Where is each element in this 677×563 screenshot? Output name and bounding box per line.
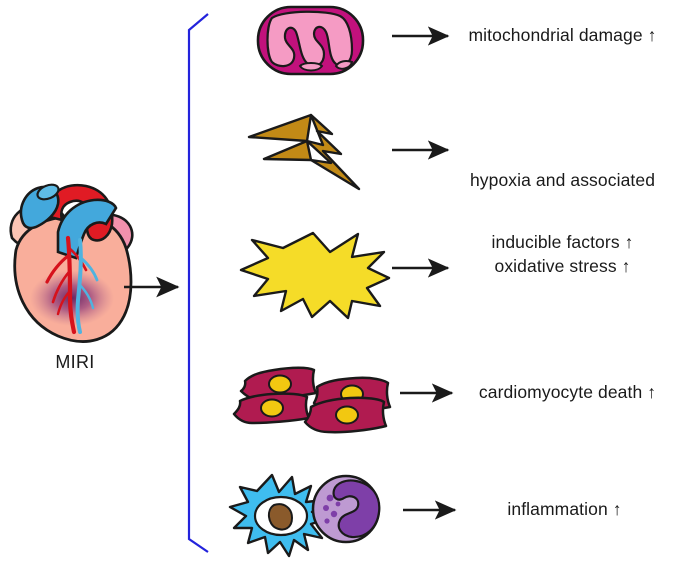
curly-bracket-icon [187,13,209,553]
cardiomyocytes-icon [232,366,392,434]
lightning-bolt-icon [247,113,361,191]
heart-icon [9,183,134,343]
row-label-cardiomyocyte-death: cardiomyocyte death ↑ [478,382,657,402]
row-label-inflammation: inflammation ↑ [507,499,622,519]
row-label-line-2: inducible factors ↑ [491,232,634,253]
row-label-oxidative-stress: oxidative stress ↑ [494,256,631,276]
row-label-line-1: hypoxia and associated [469,170,656,191]
row-label-mitochondrial-damage: mitochondrial damage ↑ [468,25,657,45]
row-label-hypoxia-inducible-factors: hypoxia and associated inducible factors… [450,129,675,294]
starburst-icon [239,231,391,320]
source-label: MIRI [55,352,95,372]
mitochondrion-icon [256,5,365,76]
immune-cells-icon [228,473,381,558]
